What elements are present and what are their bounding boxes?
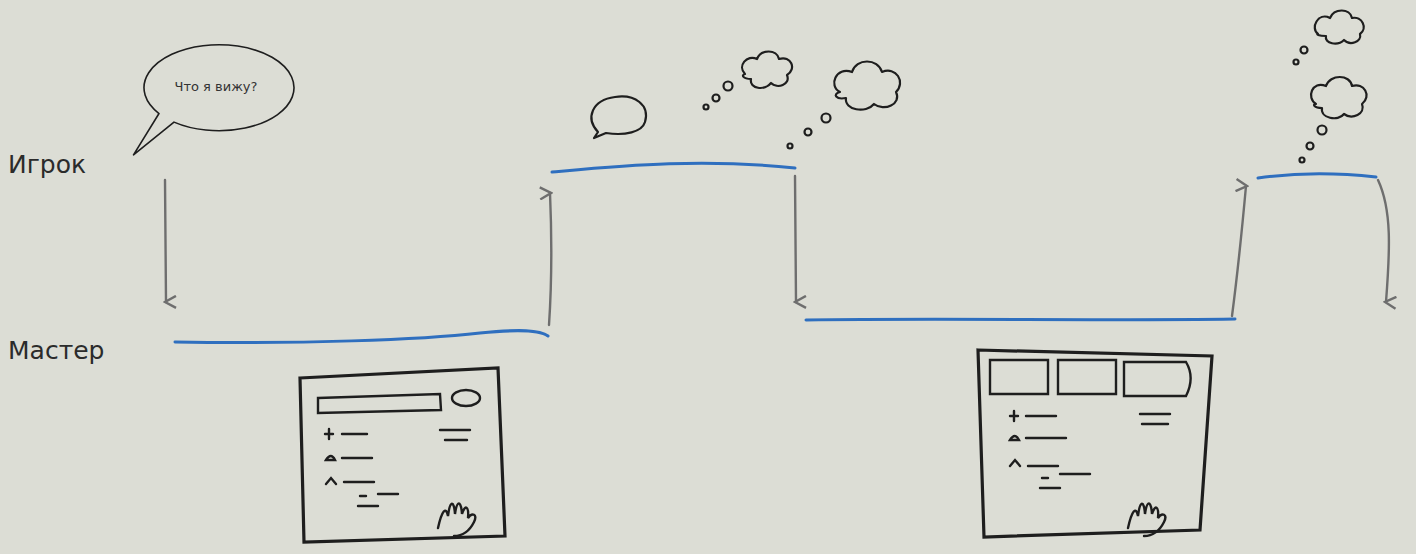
thought-clouds <box>592 11 1367 163</box>
timeline <box>175 163 1376 342</box>
role-label: Игрок <box>8 150 86 179</box>
master-sheet <box>978 350 1212 537</box>
master-sheet <box>300 368 505 542</box>
flow-arrow <box>165 176 1389 325</box>
speech-bubble: Что я вижу? <box>141 43 291 129</box>
bubble-text: Что я вижу? <box>175 79 258 94</box>
role-label: Мастер <box>8 336 104 365</box>
